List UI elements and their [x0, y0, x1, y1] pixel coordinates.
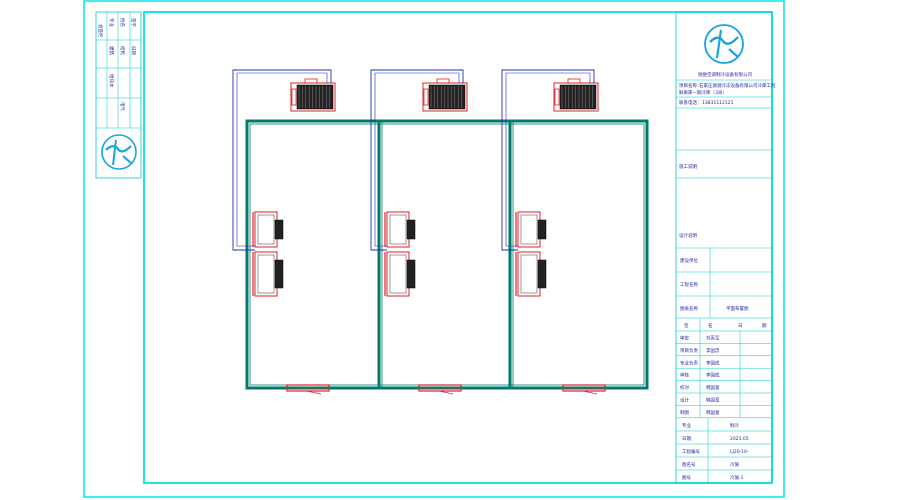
drawing-title: 平面布置图	[726, 305, 749, 312]
refrigerant-pipe	[501, 69, 595, 251]
evaporator-unit	[384, 251, 416, 297]
logo-icon	[704, 24, 744, 64]
evaporator-unit	[515, 251, 547, 297]
sign-role: 制图	[680, 409, 689, 416]
cold-rooms	[245, 119, 649, 390]
svg-text:图纸名称: 图纸名称	[680, 305, 698, 312]
cold-room-door	[418, 384, 462, 395]
svg-text:名: 名	[708, 322, 713, 329]
svg-text:姓名: 姓名	[119, 18, 126, 27]
sign-role: 项目负责	[680, 347, 698, 354]
bottom-value: LJ20-10-	[730, 449, 749, 455]
refrigerant-pipe	[232, 69, 332, 251]
construction-notes: 施工说明	[679, 163, 697, 170]
sign-name: 韩国富	[706, 409, 720, 416]
sign-name: 韩国富	[706, 397, 720, 404]
title-block: 驰驰空调制冷设备有限公司 项目名称： 石家庄驰驰冷冻设备有限公司冷库工程 鲜果库…	[675, 11, 776, 484]
strip-title: 会签栏	[97, 24, 104, 38]
bottom-label: 专业	[682, 422, 691, 429]
sign-name: 李国忠	[706, 347, 720, 354]
svg-text:工程名称: 工程名称	[680, 281, 698, 288]
project-name-line2: 鲜果库一期冷库（3间）	[679, 89, 727, 96]
svg-text:给排水: 给排水	[108, 74, 115, 88]
svg-text:专业: 专业	[108, 18, 115, 27]
evaporator-unit	[384, 211, 416, 248]
sign-role: 校对	[680, 384, 689, 391]
phone-label: 联系电话：	[679, 99, 702, 106]
cold-room-1	[232, 69, 336, 395]
left-sign-strip: 会签栏 专业 姓名 签字 建筑 结构 给排水 电气 日期	[95, 11, 142, 179]
cold-room-door	[286, 384, 330, 395]
sign-name: 刘英军	[706, 335, 720, 342]
svg-text:日: 日	[738, 323, 743, 329]
sign-role: 专业负责	[680, 359, 698, 366]
refrigerant-pipe	[370, 69, 464, 251]
bottom-label: 图号	[682, 475, 691, 481]
cold-room-door	[562, 384, 606, 395]
logo-icon-left	[101, 134, 137, 170]
condenser-unit	[290, 78, 336, 112]
svg-text:电气: 电气	[119, 102, 126, 111]
bottom-value: 2021.05	[730, 436, 749, 442]
bottom-label: 图名号	[682, 461, 696, 468]
cold-room-3	[501, 69, 606, 395]
evaporator-unit	[515, 211, 547, 248]
svg-text:日期: 日期	[130, 46, 136, 55]
bottom-value: 冷施	[730, 461, 739, 468]
svg-text:期: 期	[762, 323, 767, 329]
design-notes: 设计说明	[679, 232, 697, 239]
project-name-label: 项目名称：	[679, 82, 702, 89]
svg-text:结构: 结构	[119, 46, 126, 55]
sign-name: 李国成	[706, 372, 720, 379]
bottom-value: 制冷	[730, 422, 739, 429]
sign-role: 设计	[680, 397, 689, 404]
bottom-label: 日期	[682, 436, 691, 442]
svg-text:建设单位: 建设单位	[680, 257, 698, 264]
outer-frame	[83, 0, 785, 498]
sign-role: 审核	[680, 372, 689, 379]
company-name: 驰驰空调制冷设备有限公司	[698, 71, 752, 78]
sign-name: 李国成	[706, 359, 720, 366]
evaporator-unit	[252, 211, 284, 248]
svg-text:建筑: 建筑	[108, 46, 115, 55]
phone-value: 13831112121	[702, 100, 734, 106]
evaporator-unit	[252, 251, 284, 297]
sign-role: 审定	[680, 335, 689, 342]
svg-text:签字: 签字	[130, 18, 137, 27]
condenser-unit	[422, 78, 468, 112]
cold-room-2	[370, 69, 468, 395]
project-name-line1: 石家庄驰驰冷冻设备有限公司冷库工程	[699, 82, 776, 89]
sign-name: 韩国富	[706, 384, 720, 391]
bottom-label: 工程编号	[682, 448, 700, 455]
svg-text:签: 签	[684, 322, 689, 329]
condenser-unit	[553, 78, 599, 112]
bottom-value: 冷施-1	[730, 474, 744, 481]
